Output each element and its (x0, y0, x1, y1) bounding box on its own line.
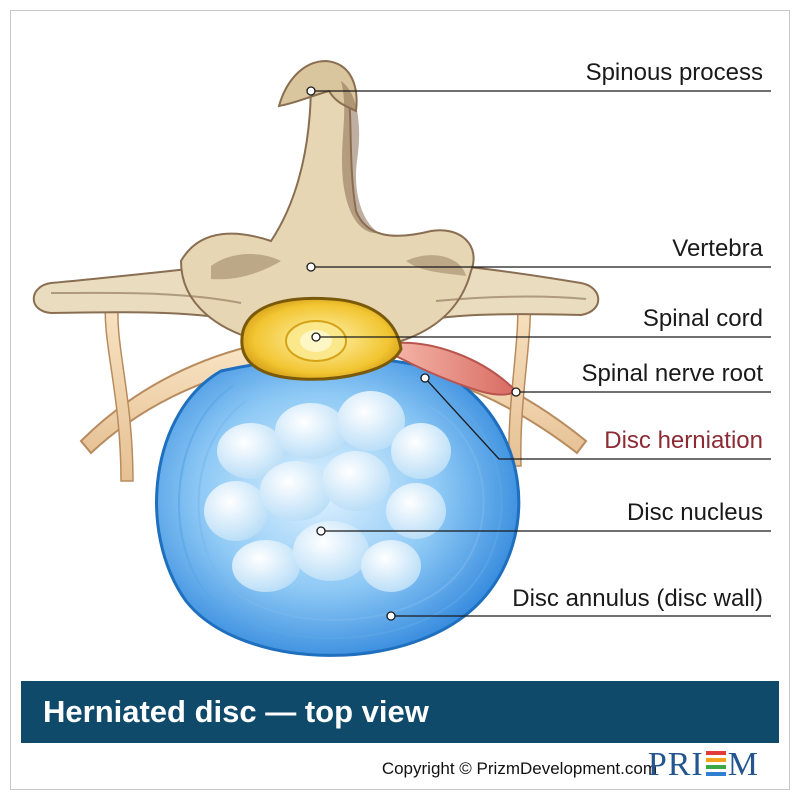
disc-herniation-bulge (395, 341, 518, 396)
label-disc-annulus: Disc annulus (disc wall) (512, 585, 763, 612)
label-spinal-nerve-root: Spinal nerve root (581, 360, 763, 387)
label-disc-herniation: Disc herniation (604, 427, 763, 454)
label-spinous-process: Spinous process (585, 59, 763, 86)
spine-illustration (32, 59, 771, 657)
disc-nucleus-mass (204, 391, 451, 592)
intervertebral-disc (155, 356, 521, 657)
prizm-logo: PRI M (648, 746, 759, 784)
logo-text-right: M (727, 746, 759, 783)
label-disc-nucleus: Disc nucleus (626, 499, 763, 526)
logo-text-left: PRI (647, 746, 704, 783)
diagram-canvas: Spinous process Vertebra Spinal cord Spi… (10, 10, 790, 790)
logo-e-bars-icon (704, 749, 728, 776)
copyright-notice: Copyright © PrizmDevelopment.com (381, 759, 657, 778)
diagram-title: Herniated disc — top view (43, 694, 429, 729)
title-banner: Herniated disc — top view (21, 681, 779, 743)
label-spinal-cord: Spinal cord (642, 305, 763, 332)
leader-lines (306, 86, 771, 621)
label-vertebra: Vertebra (672, 235, 763, 262)
